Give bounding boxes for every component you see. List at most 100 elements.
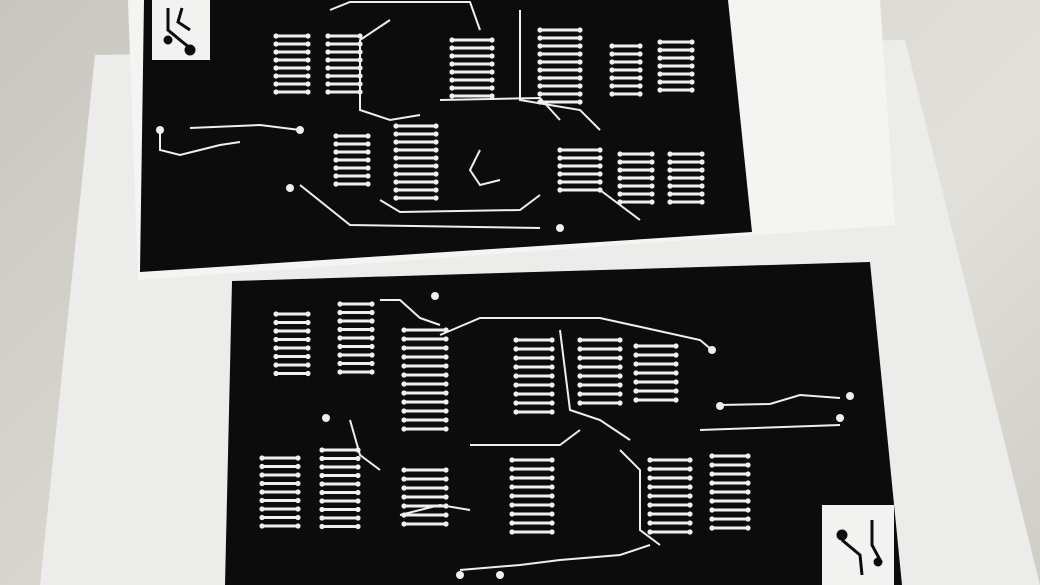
pcb-pad — [689, 79, 695, 85]
pcb-pad — [577, 373, 583, 379]
pcb-pad — [745, 453, 751, 459]
pcb-pad — [689, 47, 695, 53]
pcb-pad — [513, 355, 519, 361]
pcb-pad — [699, 199, 705, 205]
pcb-pad — [509, 502, 515, 508]
pcb-pad — [393, 147, 399, 153]
pcb-pad — [537, 91, 543, 97]
pcb-trace — [470, 429, 581, 446]
pcb-pad — [549, 337, 555, 343]
pcb-pad — [699, 175, 705, 181]
pcb-pad — [401, 485, 407, 491]
pcb-pad — [369, 326, 375, 333]
pcb-pad — [597, 163, 603, 169]
pcb-pad — [305, 49, 311, 55]
pcb-pad — [577, 364, 583, 370]
pcb-pad — [513, 337, 519, 343]
pcb-pad — [319, 506, 325, 513]
pcb-pad — [617, 167, 623, 173]
pcb-trace — [349, 419, 381, 471]
lower-corner-marker — [822, 505, 894, 585]
pcb-pad — [365, 173, 371, 179]
pcb-pad — [433, 187, 439, 193]
pcb-pad — [443, 485, 449, 491]
pcb-pad — [657, 63, 663, 69]
pcb-pad — [647, 529, 653, 535]
pcb-pad — [577, 346, 583, 352]
pcb-pad — [649, 199, 655, 205]
pcb-pad — [401, 494, 407, 500]
pcb-pad — [617, 159, 623, 165]
pcb-pad — [333, 165, 339, 171]
pcb-pad — [305, 336, 311, 343]
pcb-pad — [305, 311, 311, 317]
pcb-pad — [401, 363, 407, 369]
pcb-pad — [647, 520, 653, 526]
pcb-pad — [509, 475, 515, 481]
pcb-pad — [745, 507, 751, 513]
pcb-pad — [699, 151, 705, 157]
pcb-pad — [745, 498, 751, 504]
pcb-pad — [325, 65, 331, 71]
pcb-pad — [456, 571, 464, 579]
pcb-pad — [617, 382, 623, 388]
pcb-pad — [443, 372, 449, 378]
pcb-pad — [401, 417, 407, 423]
pcb-pad — [549, 493, 555, 499]
pcb-pad — [657, 47, 663, 53]
pcb-pad — [273, 57, 279, 63]
pcb-pad — [513, 382, 519, 388]
pcb-pad — [357, 57, 363, 63]
pcb-pad — [259, 506, 265, 512]
pcb-pad — [489, 77, 495, 83]
pcb-pad — [333, 181, 339, 187]
pcb-trace — [399, 503, 471, 516]
pcb-pad — [689, 87, 695, 93]
pcb-pad — [443, 408, 449, 414]
pcb-pad — [369, 301, 375, 307]
pcb-pad — [355, 447, 361, 453]
pcb-pad — [401, 354, 407, 360]
pcb-pad — [549, 529, 555, 535]
pcb-pad — [337, 369, 343, 375]
pcb-pad — [259, 514, 265, 521]
pcb-pad — [647, 475, 653, 481]
pcb-pad — [597, 147, 603, 153]
pcb-pad — [617, 373, 623, 379]
pcb-pad — [647, 493, 653, 499]
pcb-pad — [609, 83, 615, 89]
pcb-pad — [745, 525, 751, 531]
pcb-pad — [305, 89, 311, 95]
pcb-pad — [699, 183, 705, 189]
pcb-pad — [577, 99, 583, 105]
pcb-pad — [709, 462, 715, 468]
pcb-pad — [836, 414, 844, 422]
pcb-trace — [619, 449, 661, 546]
pcb-pad — [443, 354, 449, 360]
pcb-pad — [305, 41, 311, 47]
pcb-pad — [305, 353, 311, 360]
pcb-pad — [709, 480, 715, 486]
pcb-pad — [657, 71, 663, 77]
pcb-pad — [549, 484, 555, 490]
pcb-pad — [355, 472, 361, 479]
pcb-pad — [286, 184, 294, 192]
pcb-pad — [337, 309, 343, 316]
pcb-pad — [333, 141, 339, 147]
pcb-pad — [337, 352, 343, 358]
pcb-pad — [597, 187, 603, 193]
pcb-pad — [273, 345, 279, 351]
pcb-pad — [295, 480, 301, 487]
pcb-pad — [401, 345, 407, 351]
pcb-pad — [745, 489, 751, 495]
pcb-pad — [443, 390, 449, 396]
pcb-pad — [365, 141, 371, 147]
pcb-pad — [443, 503, 449, 509]
pcb-trace — [559, 329, 631, 441]
pcb-pad — [687, 493, 693, 499]
pcb-pad — [637, 75, 643, 81]
pcb-pad — [549, 400, 555, 406]
pcb-pad — [325, 89, 331, 95]
pcb-pad — [393, 139, 399, 145]
pcb-pad — [699, 167, 705, 173]
